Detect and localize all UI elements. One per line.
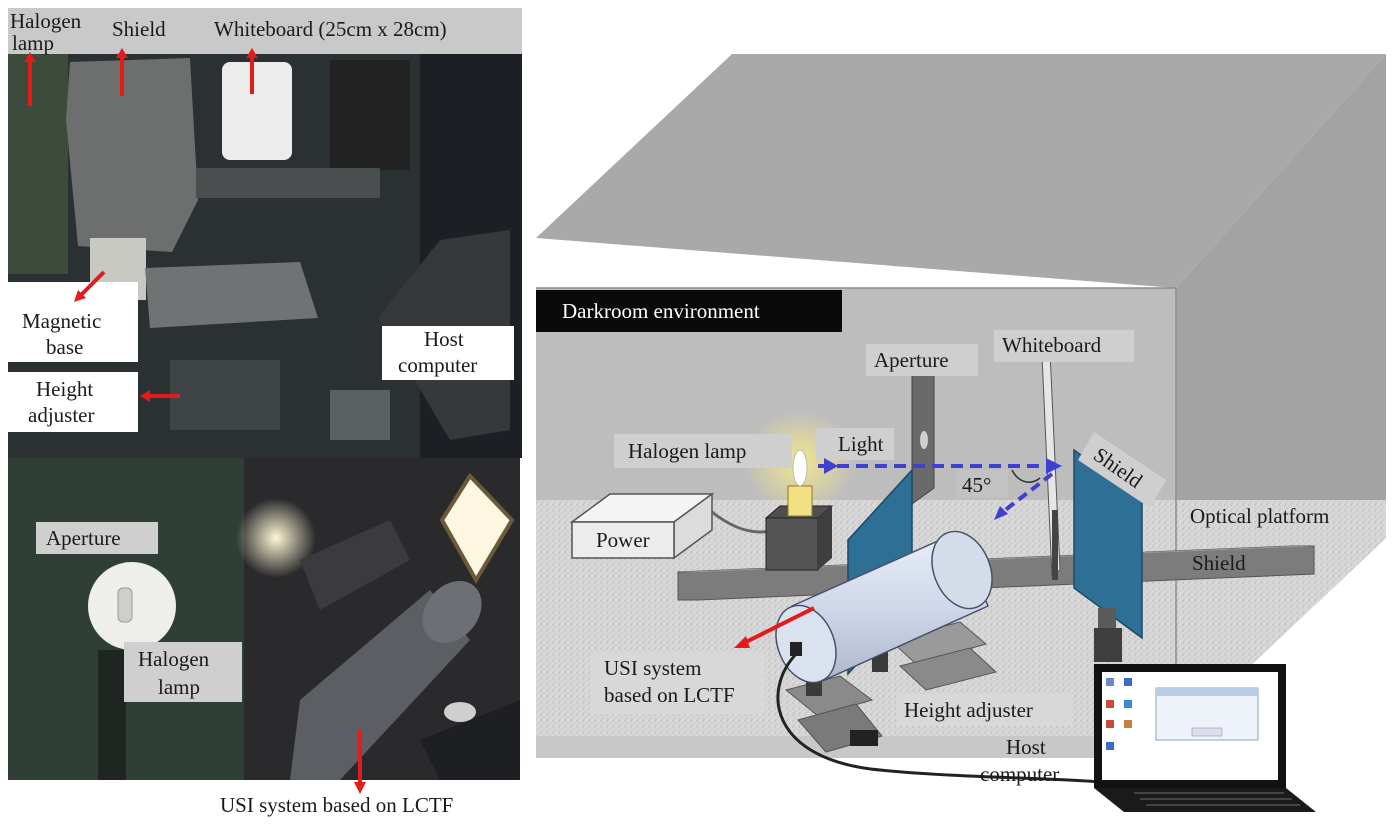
host-computer-label-1: Host [1006,735,1046,759]
photo-red-arrows [24,48,366,794]
photo-label-host-computer-2: computer [398,353,477,377]
photo-label-height-adjuster-1: Height [36,377,93,401]
photo-usi-cylinder [290,590,470,780]
usi-pointer-arrow-head [734,636,750,648]
shield-panel-label-bg [1078,432,1166,508]
darkroom-schematic: Darkroom environment Shield Optical plat… [536,54,1386,812]
photo-top-caption-bar [8,8,522,54]
aperture-label-bg [866,344,978,376]
photo-label-halogen-lamp-b1: Halogen [138,647,210,671]
laptop-host-computer [1094,664,1316,812]
halogen-lamp-label-bg [614,434,792,468]
whiteboard-label: Whiteboard [1002,333,1102,357]
light-label-bg [816,428,894,460]
usi-label-bg [590,652,764,714]
reflected-beam [998,472,1054,516]
power-label: Power [596,528,650,552]
photo-label-magnetic-base-1: Magnetic [22,309,101,333]
halogen-lamp [764,449,834,571]
photo-collage: Halogen lamp Shield Whiteboard (25cm x 2… [8,8,522,817]
photo-label-shield: Shield [112,17,166,41]
angle-label: 45° [962,473,991,497]
box-top-face [536,54,1386,288]
height-adjuster-label: Height adjuster [904,698,1033,722]
usi-lctf-cylinder [775,530,993,684]
photo-label-aperture: Aperture [46,526,121,550]
aperture-photo-label-bg [36,522,158,554]
height-adjuster-label-bg [8,372,138,432]
photo-shield [66,58,198,252]
photo-label-height-adjuster-2: adjuster [28,403,94,427]
optical-platform-label: Optical platform [1190,504,1329,528]
photo-label-halogen-lamp-2: lamp [12,31,54,55]
usi-label-1: USI system [604,656,701,680]
light-label: Light [838,432,884,456]
photo-label-magnetic-base-2: base [46,335,83,359]
arrow-magnetic-base [78,270,106,298]
data-cable [776,650,1101,784]
aperture-label: Aperture [874,348,949,372]
photo-whiteboard [222,62,292,160]
photo-bottom-right [236,458,520,780]
power-supply: Power [569,492,715,560]
angle-label-bg [956,470,1008,498]
aperture-hole [920,431,928,449]
photo-label-halogen-lamp-b2: lamp [158,675,200,699]
host-computer-photo-label-bg [382,326,514,380]
photo-label-halogen-lamp-1: Halogen [10,9,82,33]
usi-pointer-arrow [741,606,815,646]
darkroom-label: Darkroom environment [562,299,760,323]
photo-top [8,8,522,458]
light-beam [818,458,1062,520]
host-computer-label-2: computer [980,762,1059,786]
photo-bottom-left [8,458,244,780]
halogen-lamp-photo-label-bg [124,642,242,702]
magnetic-base-label-bg [8,282,138,362]
shield-rail-label: Shield [1192,551,1246,575]
whiteboard-label-bg [994,330,1134,362]
darkroom-label-bg [536,290,842,332]
photo-label-host-computer-1: Host [424,327,464,351]
height-adjuster-label-bg [896,694,1072,726]
halogen-lamp-label: Halogen lamp [628,439,746,463]
photo-whiteboard-lit [439,472,515,584]
angle-arc [1011,469,1041,483]
photo-label-usi-system: USI system based on LCTF [220,793,453,817]
usi-label-2: based on LCTF [604,683,735,707]
photo-label-whiteboard-size: Whiteboard (25cm x 28cm) [214,17,447,41]
